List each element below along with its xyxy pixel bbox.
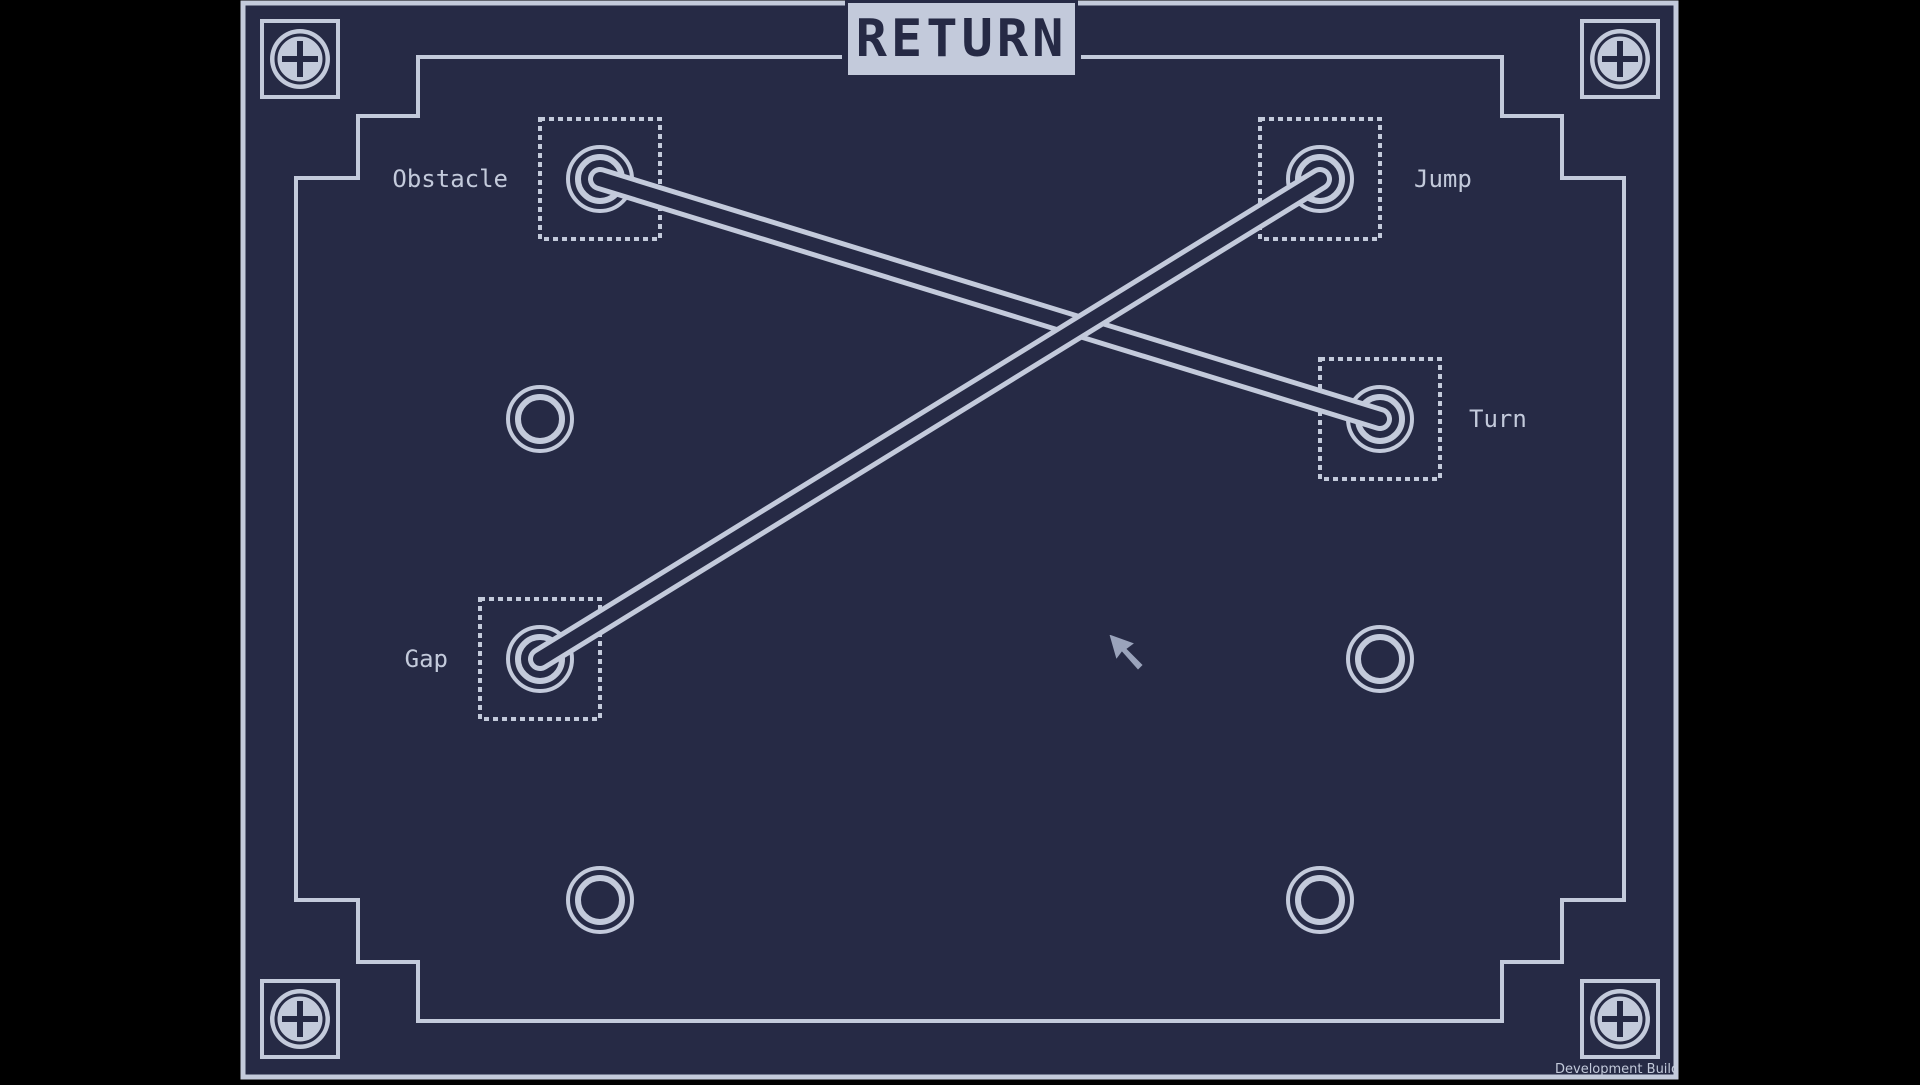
selection-box xyxy=(1318,357,1442,481)
cable-obstacle-turn[interactable] xyxy=(588,167,1392,431)
socket-empty-right-mid[interactable] xyxy=(1346,625,1414,693)
screw-icon xyxy=(1580,19,1660,99)
selection-box xyxy=(538,117,662,241)
screw-icon xyxy=(260,979,340,1059)
socket-label-gap: Gap xyxy=(404,645,448,673)
return-button[interactable]: RETURN xyxy=(845,0,1078,78)
socket-empty-left-mid[interactable] xyxy=(506,385,574,453)
socket-empty-bottom-left[interactable] xyxy=(566,866,634,934)
socket-label-obstacle: Obstacle xyxy=(392,165,508,193)
inner-outline xyxy=(294,55,1626,1023)
screw-icon xyxy=(1580,979,1660,1059)
development-build-label: Development Build xyxy=(1555,1062,1675,1077)
selection-box xyxy=(1258,117,1382,241)
panel-frame xyxy=(240,0,1679,1080)
cursor-arrow-icon xyxy=(1106,631,1146,673)
selection-box xyxy=(478,597,602,721)
cable-jump-gap[interactable] xyxy=(528,167,1332,671)
socket-label-turn: Turn xyxy=(1469,405,1527,433)
socket-empty-bottom-right[interactable] xyxy=(1286,866,1354,934)
socket-label-jump: Jump xyxy=(1414,165,1472,193)
screw-icon xyxy=(260,19,340,99)
